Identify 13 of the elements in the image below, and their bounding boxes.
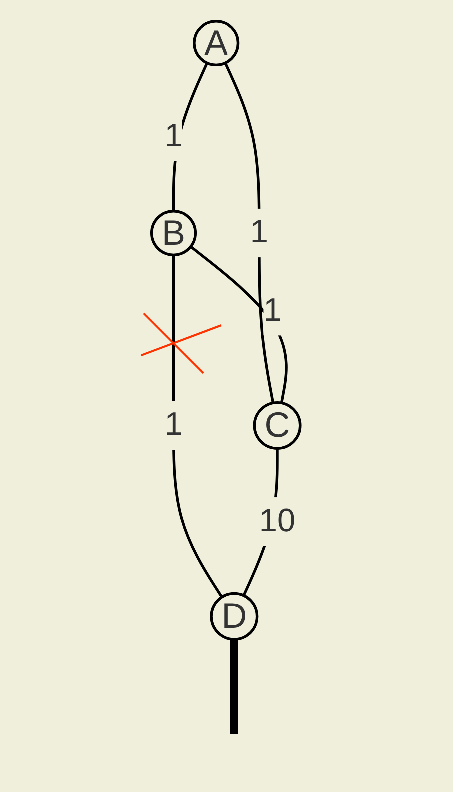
connector (190, 246, 288, 404)
connector (224, 62, 275, 404)
edge-label: 1 (264, 292, 282, 330)
edge-label: 1 (165, 406, 184, 444)
node-circle (210, 592, 260, 641)
edge-label: 10 (260, 503, 296, 540)
connector (230, 640, 239, 734)
edge-label: 1 (250, 214, 269, 251)
edge-label: 1 (165, 118, 184, 155)
node-circle (254, 402, 302, 450)
node-circle (193, 20, 240, 67)
node-circle (150, 210, 198, 257)
graph-drawing: 1 1 1 1 10 A B C D (141, 6, 312, 786)
